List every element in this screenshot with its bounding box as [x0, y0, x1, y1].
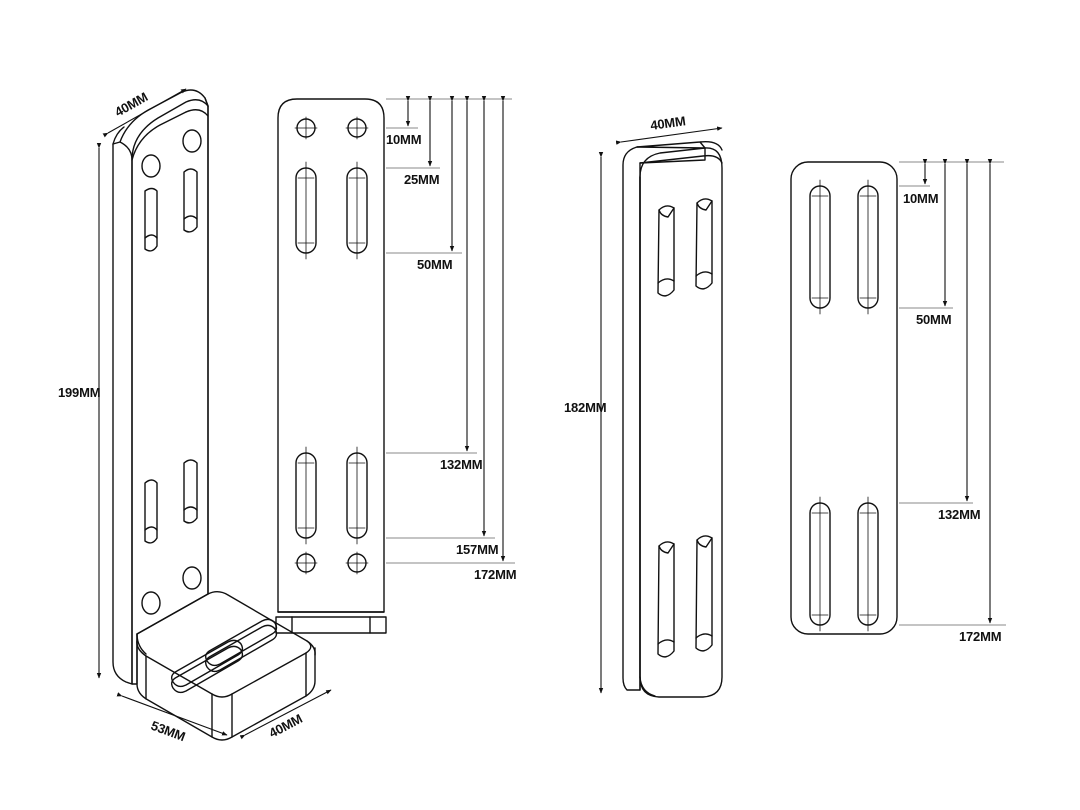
dim-v1-base-depth-label: 53MM: [149, 718, 187, 744]
dim-v1-height-label: 199MM: [58, 385, 100, 400]
dim-v1-width-top-label: 40MM: [112, 89, 150, 119]
plate3-top-edge-lip: [699, 141, 706, 149]
dim-v1-width-top: [102, 88, 187, 138]
dim-v2-d1-label: 10MM: [386, 132, 421, 147]
slot-bottom-left-iso: [144, 479, 158, 544]
dim-v1-width-top-line: [102, 88, 187, 138]
bracket-top-face-right: [204, 97, 209, 107]
slot-bottom-right-iso: [183, 459, 198, 524]
plate3-slot-top-left-top: [658, 207, 675, 218]
view-flat-plate-isometric: [622, 140, 723, 698]
dim-v2-d2-label: 25MM: [404, 172, 439, 187]
slot-bottom-left-iso-inner: [144, 526, 158, 531]
dim-v2-d6-label: 172MM: [474, 567, 516, 582]
bracket-back-flange: [112, 141, 133, 685]
slot-top-right-iso-inner: [183, 215, 198, 220]
plate3-bottom-left-corner: [639, 676, 656, 697]
hole-top-right-iso: [182, 129, 202, 153]
dim-v4-arrows: [922, 159, 993, 624]
dim-v3-width-label: 40MM: [649, 113, 686, 133]
plate3-slot-bottom-right-bottom: [695, 633, 713, 639]
bracket-top-right-edge: [185, 109, 209, 117]
slot-top-right-iso: [183, 168, 198, 233]
dim-v3-width-line: [615, 126, 723, 145]
hole-bottom-left-iso: [141, 591, 161, 615]
base-slot-right-depth: [204, 624, 278, 673]
plate3-slot-top-right-bottom: [695, 271, 713, 277]
dim-v4-d4-label: 172MM: [959, 629, 1001, 644]
plate3-slot-bottom-left-top: [658, 543, 675, 554]
dim-v2-d5-label: 157MM: [456, 542, 498, 557]
dim-v2-arrows: [405, 96, 506, 562]
dim-v1-base-width: [239, 689, 332, 740]
plate3-slot-top-right-top: [696, 200, 713, 211]
dim-v1-base-width-line: [239, 689, 332, 740]
plate3-slot-top-left-bottom: [657, 278, 675, 284]
plate3-back-outline: [622, 146, 706, 691]
view-l-bracket-isometric: [112, 89, 316, 741]
slot-top-left-iso: [144, 187, 158, 252]
dim-v1-base-depth-line: [116, 692, 228, 736]
plate2-outline: [277, 98, 385, 613]
hole-bottom-right-iso: [182, 566, 202, 590]
dim-v4-d2-label: 50MM: [916, 312, 951, 327]
slot-top-left-iso-inner: [144, 234, 158, 239]
bracket-top-edge-inner: [131, 111, 187, 161]
plate4-outline: [790, 161, 898, 635]
plate3-slot-top-left: [657, 205, 675, 297]
dim-v2-d4-label: 132MM: [440, 457, 482, 472]
dim-v1-base-depth: [116, 692, 228, 736]
base-slot-left: [170, 639, 244, 688]
view-flat-plate-front: [790, 161, 898, 635]
slot-bottom-right-iso-inner: [183, 506, 198, 511]
plate3-slot-bottom-left: [657, 541, 675, 658]
bracket-base-bottom-lip: [306, 640, 316, 656]
plate3-slot-bottom-left-bottom: [657, 639, 675, 645]
plate3-top-edge-inner: [639, 154, 723, 164]
plate3-slot-top-right: [695, 198, 713, 290]
dim-v4-extension-lines: [899, 161, 1006, 626]
plate3-slot-bottom-right: [695, 535, 713, 652]
view-l-bracket-front: [275, 98, 387, 634]
dim-v3-width: [615, 126, 723, 145]
plate2-base-strip-outer: [275, 616, 387, 634]
dim-v4-d1-label: 10MM: [903, 191, 938, 206]
dim-v2-d3-label: 50MM: [417, 257, 452, 272]
plate3-slot-bottom-right-top: [696, 537, 713, 548]
dim-v2-extension-lines: [386, 98, 515, 564]
bracket-inner-fold: [136, 633, 147, 655]
hole-top-left-iso: [141, 154, 161, 178]
dim-v3-height-label: 182MM: [564, 400, 606, 415]
bracket-base-top-face: [136, 591, 312, 698]
dim-v4-d3-label: 132MM: [938, 507, 980, 522]
base-slot-right: [204, 618, 278, 667]
plate3-front-outline: [639, 147, 723, 698]
